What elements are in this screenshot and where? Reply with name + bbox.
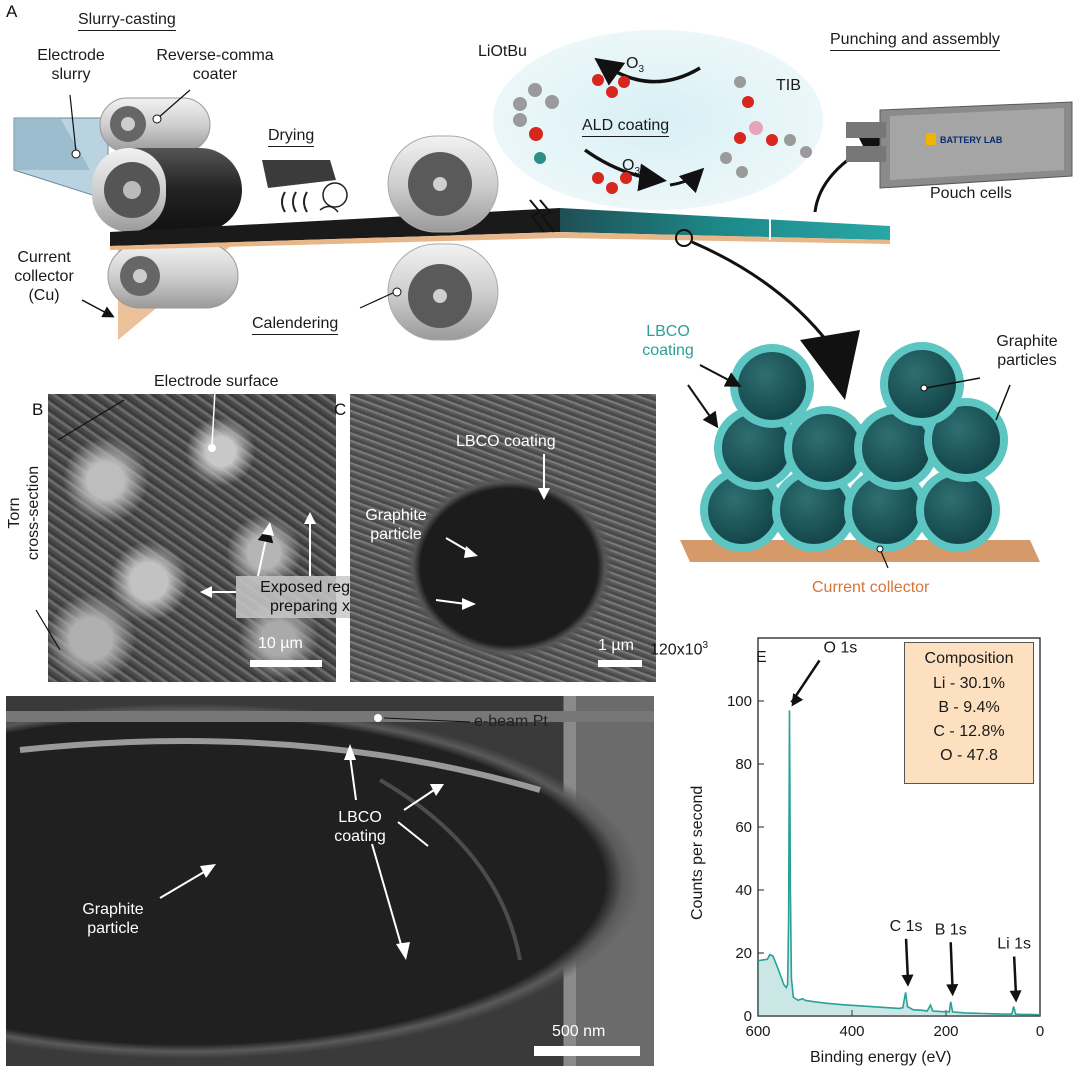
e-beam-pt-label: e-beam Pt xyxy=(474,713,548,730)
annotation-arrow xyxy=(949,942,954,993)
lbco-coating-label-d: LBCO coating xyxy=(320,808,400,846)
pouch-cells-label: Pouch cells xyxy=(930,185,1012,202)
o3-top-label: O3 xyxy=(626,54,644,79)
lbco-coating-label-a: LBCO coating xyxy=(628,322,708,360)
o3-bottom-text: O xyxy=(622,157,635,174)
sem-image-b xyxy=(48,394,336,682)
x-tick-label: 0 xyxy=(1036,1023,1044,1040)
panel-b-arrows xyxy=(35,399,316,651)
annotation-label: O 1s xyxy=(823,639,857,656)
y-tick-label: 80 xyxy=(735,756,752,773)
y-tick-label: 20 xyxy=(735,945,752,962)
electrode-surface-label: Electrode surface xyxy=(154,373,279,390)
chart-axes: 0 20 40 60 80 100 600 400 200 0 xyxy=(727,637,1044,1040)
y-tick-label: 0 xyxy=(744,1008,752,1025)
scale-bar-d xyxy=(534,1046,640,1056)
annotation-arrowhead xyxy=(901,974,914,987)
reverse-comma-line2: coater xyxy=(192,66,238,83)
graphite-particle-label-d: Graphite particle xyxy=(68,900,158,938)
annotation-arrowhead xyxy=(791,693,804,707)
annotation-arrowhead xyxy=(1009,990,1022,1003)
current-collector-line1: Current xyxy=(17,249,71,266)
punching-title: Punching and assembly xyxy=(830,30,1000,51)
reverse-comma-line1: Reverse-comma xyxy=(156,47,274,64)
graphite-particles-line2: particles xyxy=(997,352,1057,369)
reverse-comma-label: Reverse-comma coater xyxy=(150,46,280,84)
scale-label-b: 10 µm xyxy=(258,635,303,652)
y-tick-label: 60 xyxy=(735,819,752,836)
current-collector-line2: collector xyxy=(14,268,74,285)
annotation-label: C 1s xyxy=(890,918,923,935)
graphite-line1-d: Graphite xyxy=(82,901,144,918)
electrode-slurry-line2: slurry xyxy=(51,66,91,83)
graphite-line1-c: Graphite xyxy=(365,507,427,524)
panel-letter-a: A xyxy=(6,2,18,21)
panel-letter-b: B xyxy=(32,400,44,419)
composition-box: Composition Li - 30.1% B - 9.4% C - 12.8… xyxy=(904,642,1034,784)
x-tick-label: 400 xyxy=(839,1023,864,1040)
current-collector-label: Current collector (Cu) xyxy=(4,248,84,305)
o3-top-sub: 3 xyxy=(638,64,645,76)
annotation-arrowhead xyxy=(946,984,959,997)
slurry-casting-title: Slurry-casting xyxy=(78,10,176,31)
pouch-logo-text: BATTERY LAB xyxy=(940,135,1003,145)
panel-letter-c: C xyxy=(334,400,347,419)
ald-coating-label: ALD coating xyxy=(582,116,670,137)
panel-c-arrows xyxy=(435,454,550,610)
composition-li: Li - 30.1% xyxy=(932,675,1006,692)
current-collector-bottom-label: Current collector xyxy=(812,579,930,596)
composition-title: Composition xyxy=(924,650,1014,667)
o3-bottom-sub: 3 xyxy=(634,166,641,178)
o3-top-text: O xyxy=(626,55,639,72)
electrode-slurry-line1: Electrode xyxy=(37,47,105,64)
graphite-line2-d: particle xyxy=(87,920,139,937)
sem-image-c xyxy=(350,394,656,682)
composition-o: O - 47.8 xyxy=(940,747,998,764)
electrode-slurry-label: Electrode slurry xyxy=(26,46,116,84)
x-tick-label: 600 xyxy=(745,1023,770,1040)
composition-c: C - 12.8% xyxy=(933,723,1005,740)
calendering-label: Calendering xyxy=(252,314,339,335)
o3-bottom-label: O3 xyxy=(622,156,640,181)
scale-bar-c xyxy=(598,660,642,667)
lbco-line1-a: LBCO xyxy=(646,323,690,340)
y-tick-label: 100 xyxy=(727,693,752,710)
y-multiplier-exp: 3 xyxy=(702,640,709,651)
chart-annotations: O 1s C 1s B 1s Li 1s xyxy=(790,639,1031,1003)
lbco-line2-d: coating xyxy=(334,828,386,845)
panel-letter-e: E xyxy=(756,649,767,666)
lbco-line2-a: coating xyxy=(642,342,694,359)
x-tick-label: 200 xyxy=(933,1023,958,1040)
graphite-particle-label-c: Graphite particle xyxy=(356,506,436,544)
current-collector-line3: (Cu) xyxy=(28,287,60,304)
slurry-trough-graphic: BATTERY LAB xyxy=(13,30,1073,569)
lbco-line1-d: LBCO xyxy=(338,809,382,826)
graphite-particles-line1: Graphite xyxy=(996,333,1058,350)
chart-x-label: Binding energy (eV) xyxy=(810,1049,952,1066)
sem-image-d xyxy=(6,696,654,1066)
chart-y-multiplier: 120x103 xyxy=(650,636,708,659)
scale-bar-b xyxy=(250,660,322,667)
scale-label-d: 500 nm xyxy=(552,1023,606,1040)
xps-chart: 0 20 40 60 80 100 600 400 200 0 O 1s C 1s B 1s Li 1s xyxy=(727,637,1044,1040)
liotbu-label: LiOtBu xyxy=(478,43,527,60)
y-tick-label: 40 xyxy=(735,882,752,899)
annotation-label: B 1s xyxy=(935,921,967,938)
tib-label: TIB xyxy=(776,77,801,94)
graphite-line2-c: particle xyxy=(370,526,422,543)
graphite-particles-label: Graphite particles xyxy=(978,332,1076,370)
chart-y-label: Counts per second xyxy=(689,785,706,920)
chart-series-line xyxy=(757,710,1040,1016)
drying-label: Drying xyxy=(268,126,315,147)
y-multiplier-text: 120x10 xyxy=(650,641,703,659)
scale-label-c: 1 µm xyxy=(598,637,634,654)
annotation-label: Li 1s xyxy=(997,936,1031,953)
composition-b: B - 9.4% xyxy=(938,699,1000,716)
lbco-coating-label-c: LBCO coating xyxy=(456,433,556,450)
